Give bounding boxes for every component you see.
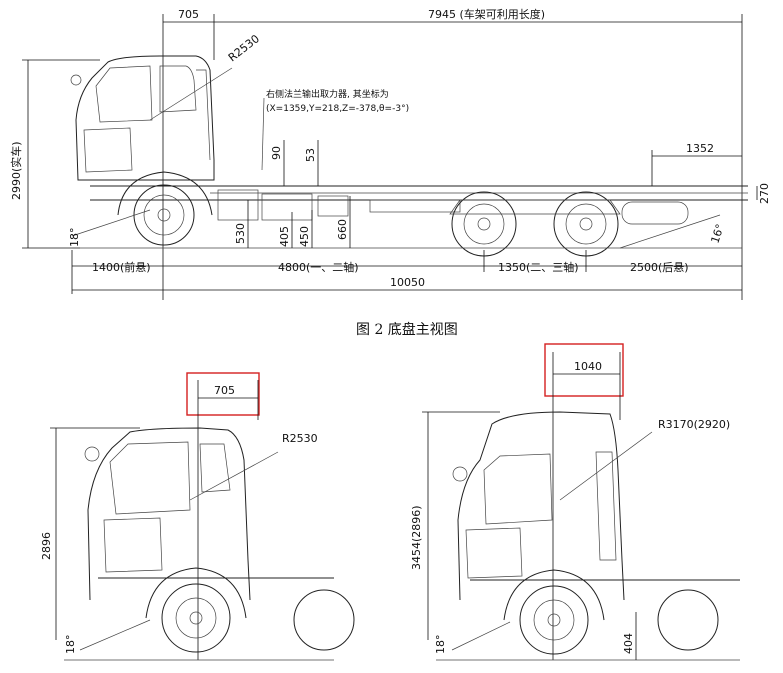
left-angle: 18° (64, 635, 77, 655)
left-cab-view: 705 2896 R2530 18° (40, 372, 355, 661)
angle-rear: 16° (708, 222, 726, 245)
front-wheel (133, 184, 195, 246)
left-radius: R2530 (282, 432, 318, 445)
dim-wheelbase-1-2: 4800(一、二轴) (278, 260, 359, 274)
dim-front-overhang: 1400(前悬) (92, 260, 151, 274)
right-dim-offset: 1040 (574, 360, 602, 373)
dim-405: 405 (278, 226, 291, 247)
right-radius: R3170(2920) (658, 418, 730, 431)
dim-total-length: 10050 (390, 276, 425, 289)
left-dim-offset: 705 (214, 384, 235, 397)
figure-caption: 图 2 底盘主视图 (356, 321, 458, 338)
right-front-wheel (519, 585, 589, 655)
pto-note-line1: 右侧法兰输出取力器, 其坐标为 (266, 88, 389, 100)
right-cab-view: 1040 3454(2896) R3170(2920) 404 18° (410, 343, 740, 661)
dim-height: 2990(实车) (9, 141, 23, 200)
angle-front: 18° (68, 228, 81, 248)
cab-outline (75, 55, 215, 181)
left-height: 2896 (40, 532, 53, 560)
dim-270: 270 (758, 183, 771, 204)
dim-rear-overhang: 2500(后悬) (630, 261, 689, 274)
dim-450: 450 (298, 226, 311, 247)
highlight-box-1040 (544, 343, 624, 397)
dim-1352: 1352 (686, 142, 714, 155)
left-front-wheel (161, 583, 231, 653)
dim-53: 53 (304, 148, 317, 162)
dim-660: 660 (336, 219, 349, 240)
main-chassis-view: 705 7945 (车架可利用长度) 2990(实车) R2530 (9, 7, 771, 300)
right-height: 3454(2896) (410, 505, 423, 570)
right-cab-outline (457, 411, 625, 601)
highlight-box-705 (186, 372, 260, 416)
dim-cab-offset: 705 (178, 8, 199, 21)
dim-radius: R2530 (226, 32, 262, 64)
right-angle: 18° (434, 635, 447, 655)
dim-wheelbase-2-3: 1350(二、三轴) (498, 260, 579, 274)
rear-wheel-2 (553, 191, 619, 257)
dim-530: 530 (234, 223, 247, 244)
dim-frame-length: 7945 (车架可利用长度) (428, 7, 545, 21)
left-cab-outline (87, 427, 251, 601)
pto-note-line2: (X=1359,Y=218,Z=-378,θ=-3°) (266, 104, 409, 114)
dim-90: 90 (270, 146, 283, 160)
right-dim-404: 404 (622, 633, 635, 654)
rear-wheel-1 (451, 191, 517, 257)
